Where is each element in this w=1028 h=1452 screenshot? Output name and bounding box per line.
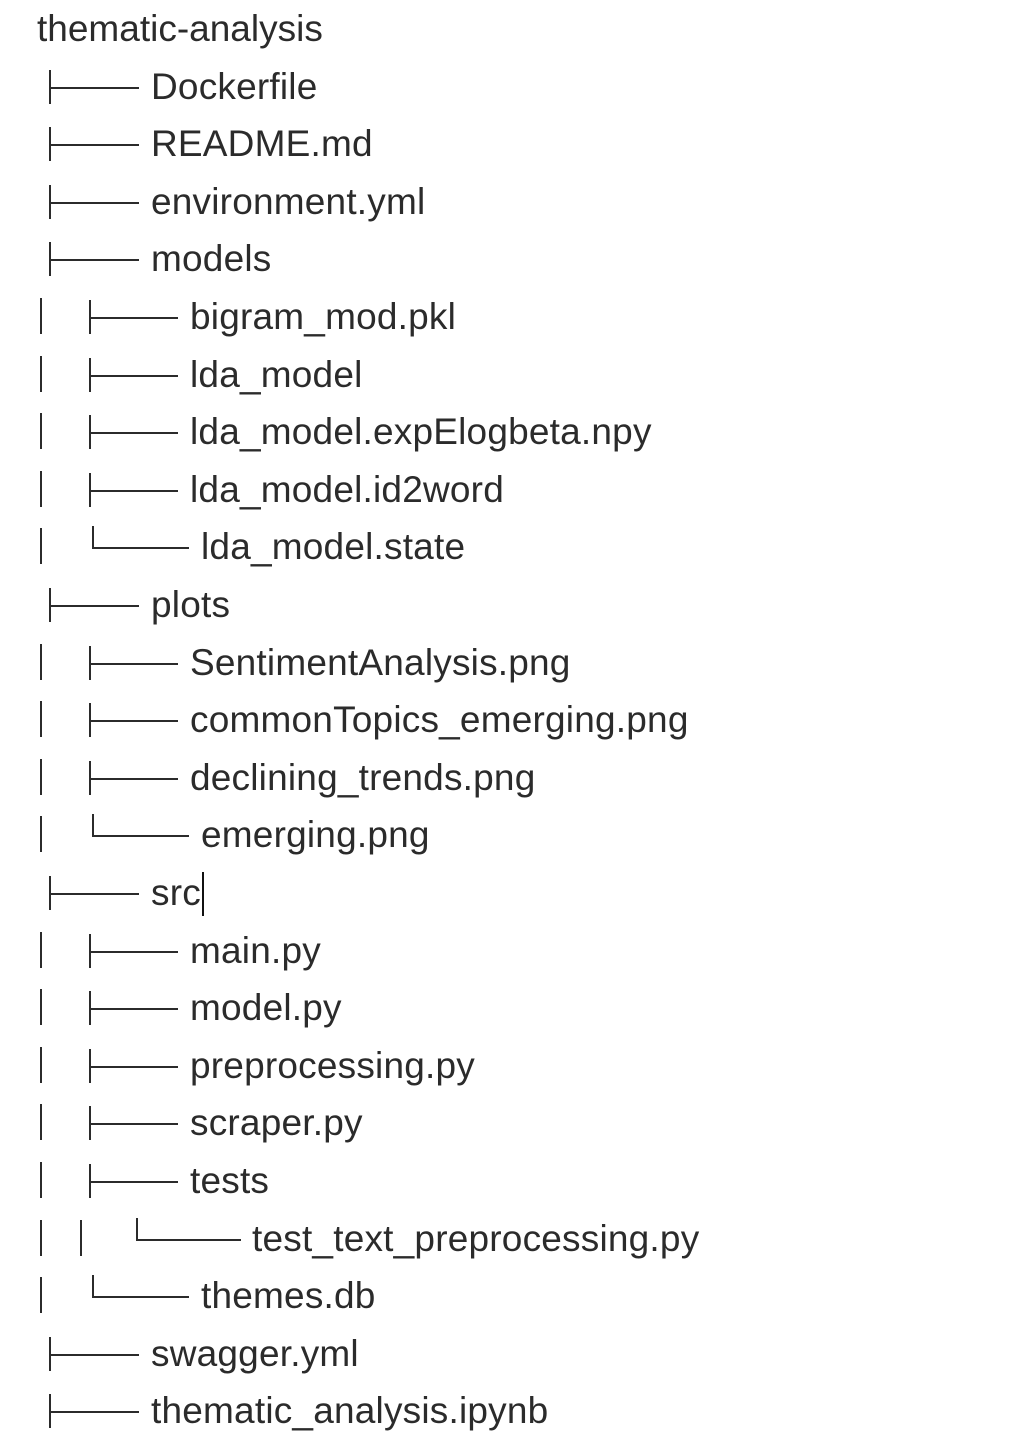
tree-entry-label: model.py — [190, 987, 342, 1029]
tree-tee-horizontal — [89, 777, 178, 780]
tree-elbow-vertical — [136, 1217, 138, 1240]
tree-row: tests — [0, 1152, 1028, 1210]
tree-entry-label: models — [151, 238, 272, 280]
tree-row: Dockerfile — [0, 58, 1028, 116]
tree-entry-label: Dockerfile — [151, 65, 318, 107]
tree-elbow-horizontal — [136, 1238, 241, 1241]
tree-row: SentimentAnalysis.png — [0, 634, 1028, 692]
tree-continuation-line — [40, 355, 42, 392]
tree-row: src — [0, 864, 1028, 922]
tree-tee-horizontal — [49, 201, 139, 204]
tree-continuation-line — [40, 758, 42, 795]
tree-tee-horizontal — [89, 374, 178, 377]
tree-entry-label: test_text_preprocessing.py — [252, 1217, 700, 1259]
tree-row: preprocessing.py — [0, 1037, 1028, 1095]
tree-row: environment.yml — [0, 173, 1028, 231]
tree-row: lda_model.id2word — [0, 461, 1028, 519]
tree-row: thematic_analysis.ipynb — [0, 1382, 1028, 1440]
tree-row: bigram_mod.pkl — [0, 288, 1028, 346]
tree-continuation-line — [40, 931, 42, 968]
tree-root-row: thematic-analysis — [0, 0, 1028, 58]
tree-tee-horizontal — [49, 893, 139, 895]
tree-tee-horizontal — [89, 720, 178, 723]
tree-entry-label: preprocessing.py — [190, 1044, 475, 1086]
tree-row: lda_model.state — [0, 518, 1028, 576]
tree-elbow-vertical — [92, 1275, 94, 1298]
tree-continuation-line — [40, 1277, 42, 1314]
tree-tee-horizontal — [89, 432, 178, 435]
tree-continuation-line — [80, 1219, 82, 1256]
tree-entry-label: lda_model.id2word — [190, 468, 504, 510]
tree-row: lda_model.expElogbeta.npy — [0, 403, 1028, 461]
tree-row: README.md — [0, 115, 1028, 173]
tree-entry-label: scraper.py — [190, 1102, 363, 1144]
tree-entry-label: declining_trends.png — [190, 756, 536, 798]
tree-tee-horizontal — [89, 1181, 178, 1183]
tree-row: swagger.yml — [0, 1325, 1028, 1383]
tree-row: model.py — [0, 979, 1028, 1037]
tree-entry-label: src — [151, 872, 201, 913]
tree-continuation-line — [40, 1162, 42, 1198]
tree-continuation-line — [40, 816, 42, 853]
tree-entry-label: swagger.yml — [151, 1332, 359, 1374]
tree-row: models — [0, 230, 1028, 288]
tree-tee-horizontal — [49, 144, 139, 147]
tree-elbow-vertical — [92, 526, 94, 549]
tree-tee-horizontal — [49, 1411, 139, 1414]
tree-continuation-line — [40, 470, 42, 507]
tree-row: themes.db — [0, 1267, 1028, 1325]
tree-tee-horizontal — [89, 489, 178, 492]
tree-tee-horizontal — [89, 662, 178, 665]
tree-elbow-vertical — [92, 814, 94, 837]
tree-entry-label: lda_model.expElogbeta.npy — [190, 411, 652, 453]
tree-continuation-line — [40, 298, 42, 334]
tree-elbow-horizontal — [92, 1296, 189, 1299]
tree-entry-label: environment.yml — [151, 180, 426, 222]
tree-continuation-line — [40, 1219, 42, 1256]
tree-tee-horizontal — [89, 1065, 178, 1068]
tree-row: emerging.png — [0, 806, 1028, 864]
tree-row: scraper.py — [0, 1094, 1028, 1152]
text-cursor — [202, 872, 204, 916]
tree-continuation-line — [40, 701, 42, 738]
tree-entry-label: main.py — [190, 929, 321, 971]
tree-continuation-line — [40, 989, 42, 1026]
tree-elbow-horizontal — [92, 547, 189, 550]
tree-entry-label: lda_model — [190, 353, 363, 395]
tree-row: commonTopics_emerging.png — [0, 691, 1028, 749]
tree-entry-label: tests — [190, 1160, 270, 1201]
tree-tee-horizontal — [89, 317, 178, 319]
tree-row: plots — [0, 576, 1028, 634]
tree-tee-horizontal — [89, 1008, 178, 1011]
tree-entry-label: thematic_analysis.ipynb — [151, 1390, 549, 1432]
tree-root-label: thematic-analysis — [37, 8, 323, 49]
tree-tee-horizontal — [49, 1353, 139, 1356]
tree-tee-horizontal — [49, 259, 139, 262]
tree-continuation-line — [40, 1104, 42, 1141]
tree-entry-label: README.md — [151, 123, 373, 165]
tree-entry-label: SentimentAnalysis.png — [190, 641, 571, 683]
tree-tee-horizontal — [49, 605, 139, 607]
tree-entry-label: bigram_mod.pkl — [190, 296, 457, 337]
tree-elbow-horizontal — [92, 835, 189, 838]
tree-entry-label: commonTopics_emerging.png — [190, 699, 689, 741]
tree-continuation-line — [40, 528, 42, 565]
tree-tee-horizontal — [89, 950, 178, 953]
tree-entry-label: emerging.png — [201, 814, 430, 856]
tree-tee-horizontal — [49, 86, 139, 89]
tree-row: declining_trends.png — [0, 749, 1028, 807]
tree-continuation-line — [40, 413, 42, 450]
tree-entry-label: plots — [151, 584, 231, 625]
tree-entry-label: themes.db — [201, 1275, 376, 1317]
tree-row: main.py — [0, 922, 1028, 980]
tree-tee-horizontal — [89, 1123, 178, 1126]
tree-row: test_text_preprocessing.py — [0, 1210, 1028, 1268]
tree-continuation-line — [40, 1046, 42, 1083]
tree-entry-label: lda_model.state — [201, 526, 466, 568]
tree-continuation-line — [40, 643, 42, 680]
tree-row: lda_model — [0, 346, 1028, 404]
